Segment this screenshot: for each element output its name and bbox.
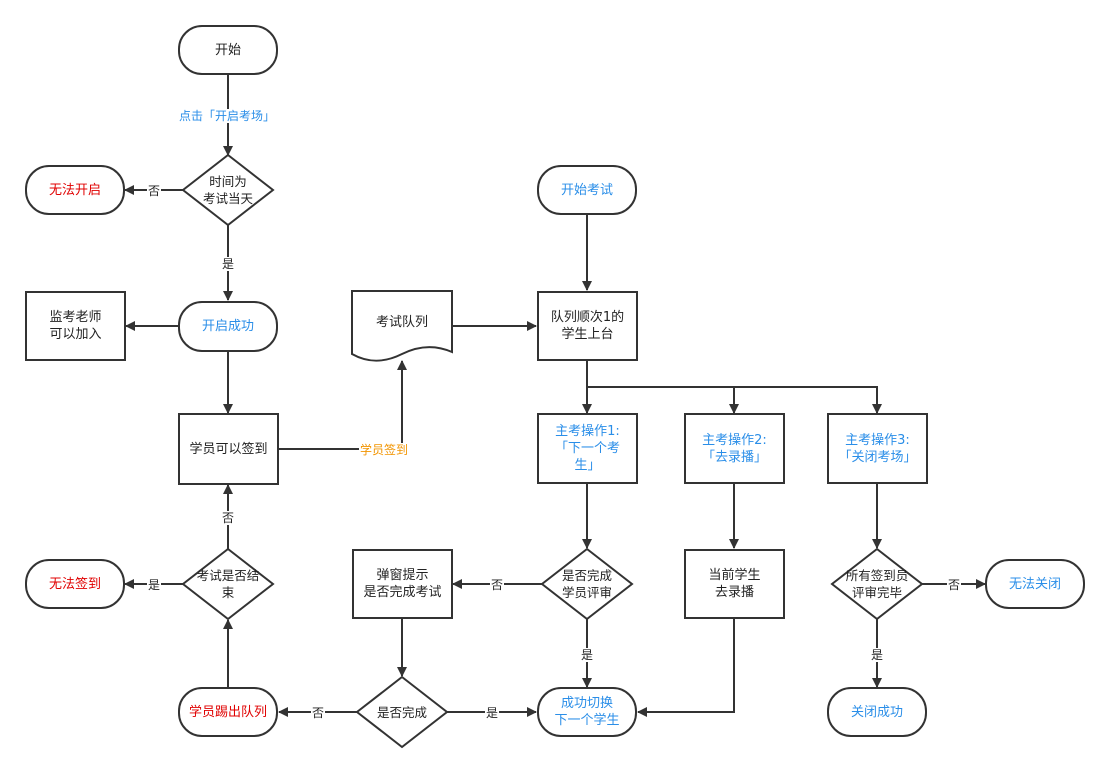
decision-ended-node: 考试是否结 束 — [183, 549, 273, 619]
edge-label-no-date: 否 — [146, 184, 162, 198]
kicked-out-label: 学员踢出队列 — [188, 704, 267, 720]
first-student-label: 队列顺次1的 学生上台 — [550, 310, 625, 342]
open-success-label: 开启成功 — [201, 319, 254, 334]
cannot-signin-node: 无法签到 — [25, 559, 125, 609]
cannot-close-label: 无法关闭 — [1008, 576, 1061, 592]
go-record-label: 当前学生 去录播 — [708, 568, 761, 600]
op2-label: 主考操作2: 「去录播」 — [701, 432, 767, 465]
close-success-label: 关闭成功 — [850, 704, 903, 720]
edge-label-yes-all: 是 — [869, 648, 885, 662]
decision-date-node: 时间为 考试当天 — [183, 155, 273, 225]
open-success-node: 开启成功 — [178, 301, 278, 352]
edge-label-no-complete: 否 — [310, 706, 326, 720]
edge-label-no-all: 否 — [946, 578, 962, 592]
cannot-open-label: 无法开启 — [48, 182, 101, 198]
decision-ended-label: 考试是否结 束 — [196, 568, 260, 600]
edge-label-yes-complete: 是 — [484, 706, 500, 720]
exam-queue-label: 考试队列 — [375, 314, 428, 330]
exam-queue-node: 考试队列 — [352, 291, 452, 353]
switch-next-label: 成功切换 下一个学生 — [554, 696, 620, 728]
cannot-open-node: 无法开启 — [25, 165, 125, 215]
edge-label-yes-date: 是 — [220, 257, 236, 271]
op3-label: 主考操作3: 「关闭考场」 — [838, 432, 917, 465]
op1-label: 主考操作1: 「下一个考 生」 — [554, 424, 620, 473]
decision-review-label: 是否完成 学员评审 — [561, 568, 612, 600]
cannot-signin-label: 无法签到 — [48, 576, 101, 592]
op2-node: 主考操作2: 「去录播」 — [684, 413, 785, 484]
begin-exam-label: 开始考试 — [560, 182, 613, 198]
begin-exam-node: 开始考试 — [537, 165, 637, 215]
edge-label-student-checkin: 学员签到 — [358, 443, 410, 457]
decision-all-reviewed-label: 所有签到员 评审完毕 — [845, 568, 909, 600]
op1-node: 主考操作1: 「下一个考 生」 — [537, 413, 638, 484]
go-record-node: 当前学生 去录播 — [684, 549, 785, 619]
popup-label: 弹窗提示 是否完成考试 — [363, 568, 442, 600]
edge-first-to-op2 — [587, 386, 739, 414]
student-signin-label: 学员可以签到 — [189, 441, 268, 457]
decision-complete-node: 是否完成 — [357, 677, 447, 747]
edge-label-click-open: 点击「开启考场」 — [177, 109, 277, 123]
switch-next-node: 成功切换 下一个学生 — [537, 687, 637, 737]
start-label: 开始 — [214, 42, 241, 58]
decision-all-reviewed-node: 所有签到员 评审完毕 — [832, 549, 922, 619]
decision-review-node: 是否完成 学员评审 — [542, 549, 632, 619]
cannot-close-node: 无法关闭 — [985, 559, 1085, 609]
edge-record-to-switch — [637, 619, 735, 717]
edge-label-no-ended: 否 — [220, 511, 236, 525]
popup-node: 弹窗提示 是否完成考试 — [352, 549, 453, 619]
decision-date-label: 时间为 考试当天 — [202, 174, 253, 206]
edge-first-to-op3 — [734, 386, 882, 414]
student-signin-node: 学员可以签到 — [178, 413, 279, 485]
edge-label-yes-ended: 是 — [146, 578, 162, 592]
op3-node: 主考操作3: 「关闭考场」 — [827, 413, 928, 484]
first-student-node: 队列顺次1的 学生上台 — [537, 291, 638, 361]
exam-queue-shape — [351, 290, 453, 362]
start-node: 开始 — [178, 25, 278, 75]
kicked-out-node: 学员踢出队列 — [178, 687, 278, 737]
edge-label-yes-review: 是 — [579, 648, 595, 662]
close-success-node: 关闭成功 — [827, 687, 927, 737]
proctor-join-label: 监考老师 可以加入 — [49, 310, 102, 342]
edge-label-no-review: 否 — [489, 578, 505, 592]
decision-complete-shape — [355, 675, 449, 749]
proctor-join-node: 监考老师 可以加入 — [25, 291, 126, 361]
edge-signin-to-queue — [278, 360, 407, 450]
decision-complete-label: 是否完成 — [376, 704, 427, 720]
